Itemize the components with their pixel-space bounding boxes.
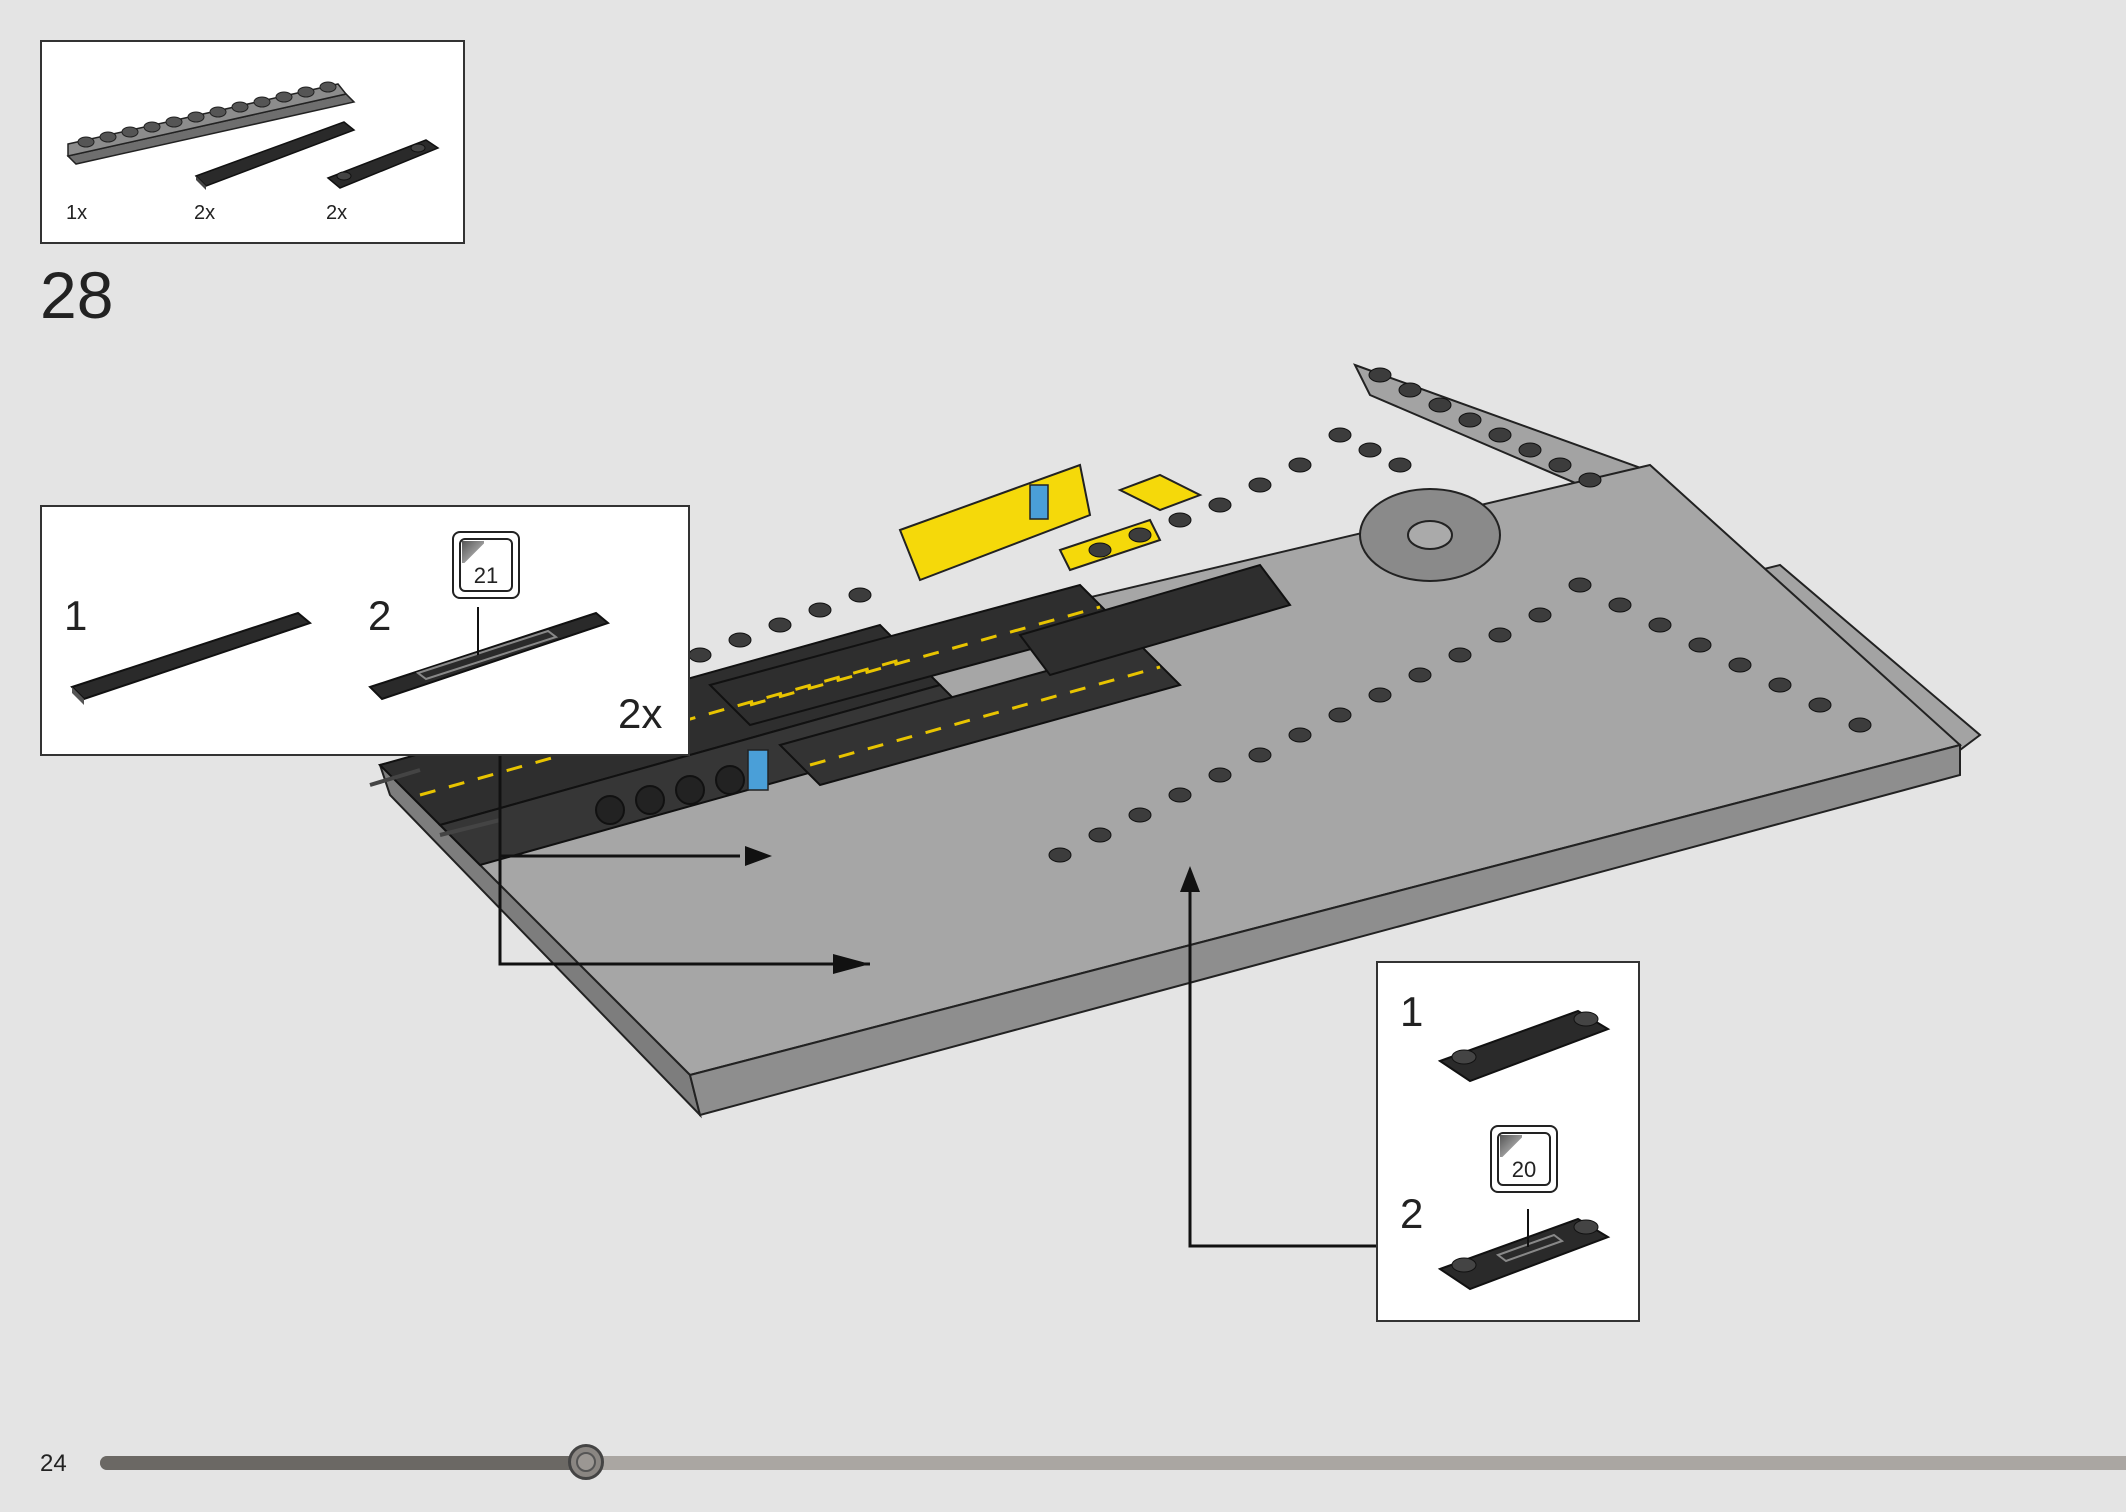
progress-knob[interactable] [568,1444,604,1480]
sticker-icon [462,541,484,563]
callout-left-substep-1: 1 [64,592,88,639]
black-tile-1x6-icon [194,121,356,190]
parts-list-box: 1x 2x 2x [40,40,465,244]
callout-left-box: 1 2 21 2x [40,505,690,756]
callout-right-substep-1: 1 [1400,988,1424,1035]
sticker-icon [1500,1135,1522,1157]
black-tile-1x6-icon [70,611,313,705]
callout-left-substep-2: 2 [368,592,392,639]
grey-plate-1x12-icon [66,81,356,165]
progress-bar[interactable] [100,1444,2126,1480]
step-number: 28 [40,258,114,332]
page-number: 24 [40,1450,67,1477]
part-qty-1: 1x [66,202,88,224]
callout-right-substep-2: 2 [1400,1190,1424,1237]
progress-track [100,1456,2126,1470]
progress-fill [100,1456,586,1470]
black-plate-1x4-with-sticker-icon [1437,1209,1611,1291]
callout-left-multiplier: 2x [618,690,663,737]
sticker-badge-21: 21 [452,531,520,599]
callout-right-box: 1 2 20 [1376,961,1640,1322]
black-plate-1x4-with-studs-icon [1437,1009,1611,1083]
part-qty-2: 2x [194,202,216,224]
sticker-badge-20: 20 [1490,1125,1558,1193]
part-qty-3: 2x [326,202,348,224]
black-tile-1x6-with-sticker-icon [368,607,611,701]
black-plate-1x4-with-studs-icon [326,139,440,189]
